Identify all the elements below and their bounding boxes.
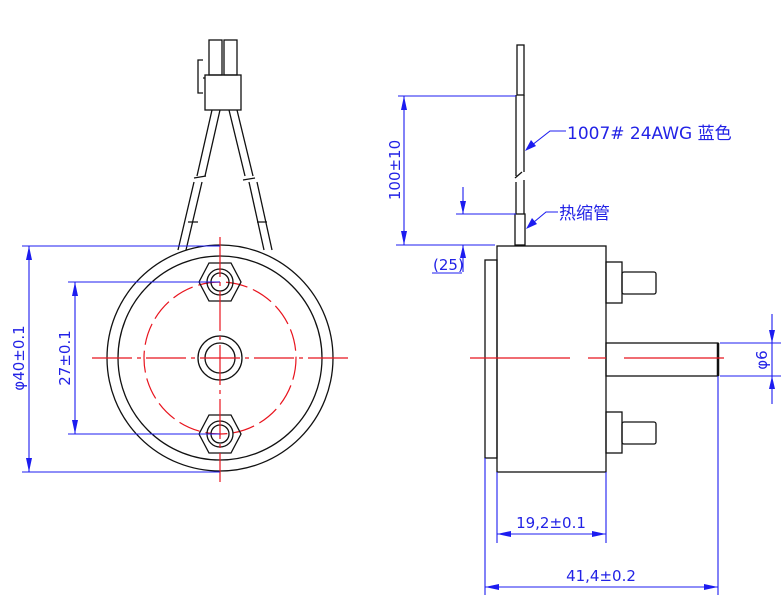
wire-leader: 1007# 24AWG 蓝色 bbox=[525, 124, 732, 151]
total-length-dimension: 41,4±0.2 bbox=[484, 376, 719, 595]
lead-wires bbox=[177, 109, 273, 251]
connector bbox=[197, 39, 242, 111]
sleeve-label: 热缩管 bbox=[559, 204, 610, 224]
shaft bbox=[605, 342, 719, 377]
diameter-dimension: φ40±0.1 27±0.1 bbox=[10, 245, 220, 473]
front-view: φ40±0.1 27±0.1 bbox=[10, 39, 350, 482]
sleeve-length-dimension: (25) bbox=[432, 187, 516, 274]
side-wire bbox=[514, 44, 526, 246]
wire-label: 1007# 24AWG 蓝色 bbox=[567, 124, 732, 144]
body bbox=[496, 245, 607, 473]
shaft-diameter-dimension: φ6 bbox=[720, 314, 781, 404]
diameter-dim-label: φ40±0.1 bbox=[10, 325, 28, 390]
sleeve-leader: 热缩管 bbox=[526, 204, 610, 229]
body-length-dim-label: 19,2±0.1 bbox=[516, 514, 586, 532]
shaft-diameter-dim-label: φ6 bbox=[753, 350, 771, 369]
side-view: 100±10 (25) 1007# 24AWG 蓝色 热缩管 φ6 19,2±0… bbox=[386, 44, 781, 595]
hole-spacing-dim-label: 27±0.1 bbox=[56, 330, 74, 386]
wire-length-dim-label: 100±10 bbox=[386, 140, 404, 200]
sleeve-length-dim-label: (25) bbox=[433, 256, 464, 274]
side-studs bbox=[605, 261, 657, 454]
body-length-dimension: 19,2±0.1 bbox=[496, 472, 607, 543]
total-length-dim-label: 41,4±0.2 bbox=[566, 567, 636, 585]
flange-plate bbox=[484, 259, 498, 459]
wire-length-dimension: 100±10 bbox=[386, 95, 516, 246]
centerline bbox=[92, 237, 350, 482]
